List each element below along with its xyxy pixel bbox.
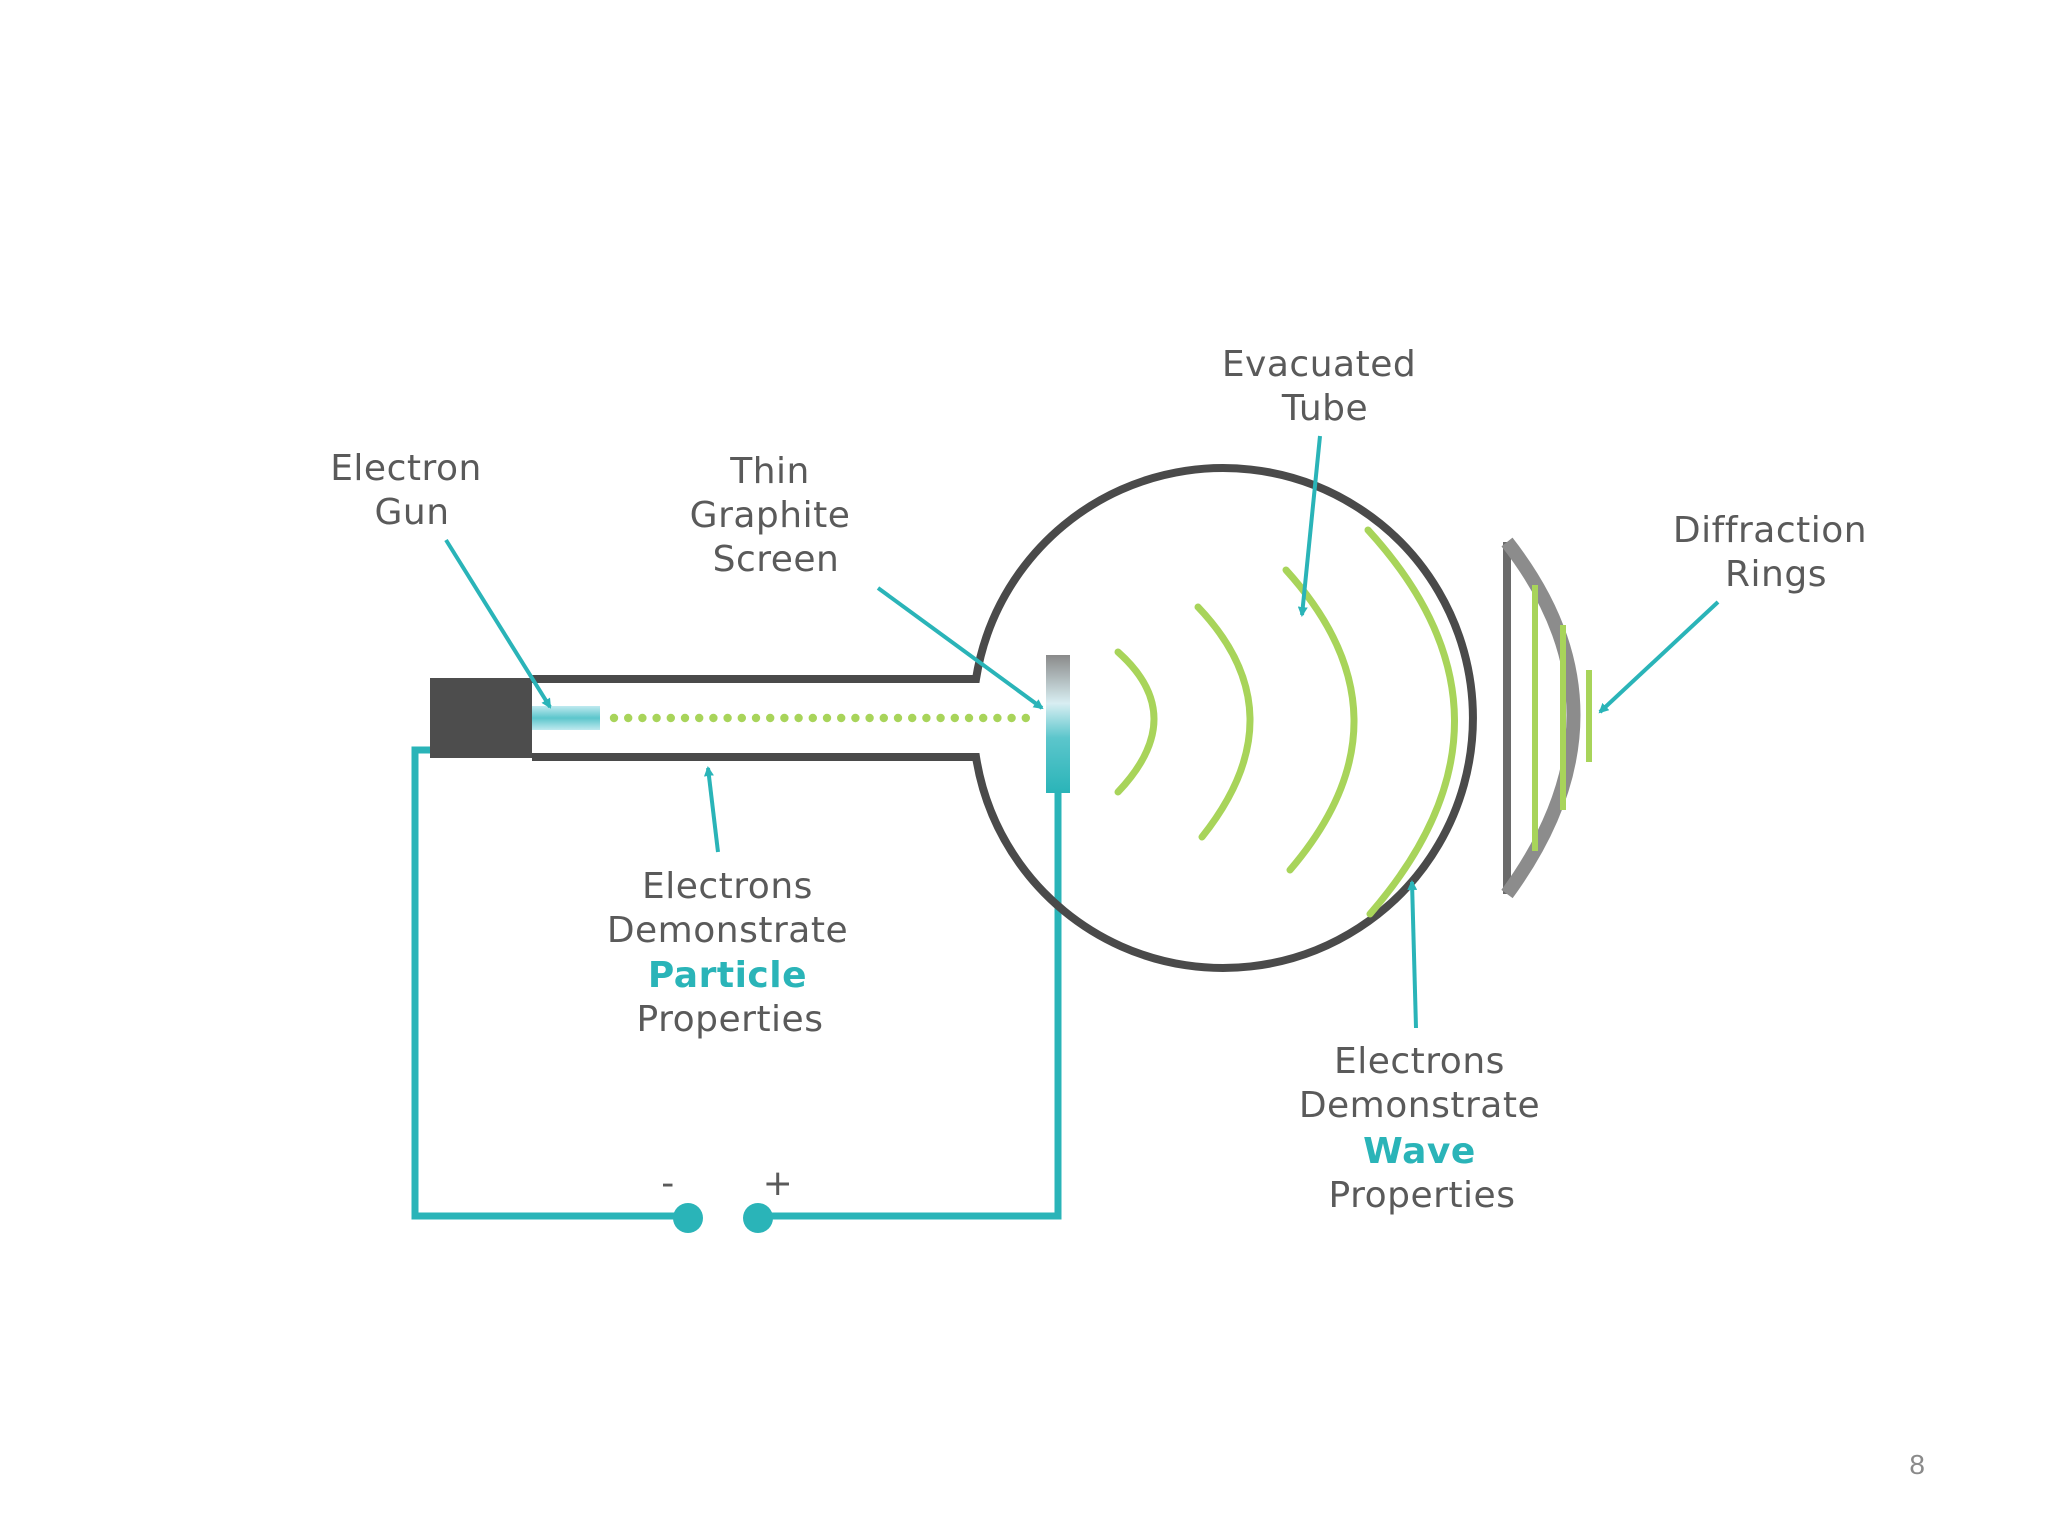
particle-properties-label: Electrons Demonstrate Particle Propertie…	[607, 866, 853, 1040]
electron-dot	[851, 713, 860, 723]
wave-front	[1282, 566, 1358, 874]
graphite-screen-pointer	[876, 586, 1044, 710]
electron-gun-label: Electron Gun	[330, 448, 494, 533]
electron-dot	[808, 713, 817, 723]
evacuated-tube-label: Evacuated Tube	[1222, 344, 1428, 429]
electron-dot	[1021, 713, 1030, 723]
wave-properties-label: Electrons Demonstrate Wave Properties	[1299, 1041, 1545, 1216]
positive-terminal	[743, 1203, 773, 1233]
electron-dot	[822, 713, 832, 723]
electron-dot	[893, 713, 903, 723]
diffraction-rings-pointer	[1598, 600, 1720, 714]
wave-properties-pointer	[1407, 880, 1418, 1029]
electron-dot	[624, 713, 633, 723]
page-number: 8	[1909, 1449, 1925, 1480]
electron-dot	[950, 713, 959, 723]
negative-terminal	[673, 1203, 703, 1233]
electron-dot	[638, 713, 647, 723]
minus-sign: -	[661, 1163, 675, 1204]
electron-dot	[766, 713, 775, 723]
evacuated-tube-pointer	[1297, 435, 1322, 617]
electron-dot	[794, 713, 803, 723]
wave-front	[1194, 603, 1254, 841]
electron-dot	[865, 713, 874, 723]
electron-dot	[993, 713, 1002, 723]
particle-properties-pointer	[703, 766, 720, 853]
electron-dot	[723, 713, 732, 723]
wave-fronts	[1114, 526, 1458, 918]
graphite-screen-label: Thin Graphite Screen	[690, 451, 863, 580]
electron-gun-body	[430, 678, 532, 758]
electron-dot	[780, 713, 789, 723]
electron-dot	[709, 713, 718, 723]
electron-dot	[908, 713, 917, 723]
diffraction-rings-label: Diffraction Rings	[1673, 510, 1879, 595]
electron-dot	[609, 713, 619, 723]
electron-dot	[1007, 713, 1016, 723]
circuit-wire	[411, 746, 1062, 1220]
electron-dot	[979, 713, 988, 723]
graphite-screen	[1046, 655, 1070, 793]
electron-dot	[837, 713, 846, 723]
electron-dot	[695, 713, 704, 723]
electron-dot	[737, 713, 746, 723]
electron-gun-pointer	[444, 538, 552, 709]
electron-dot	[751, 713, 761, 723]
electron-beam	[609, 713, 1030, 723]
electron-dot	[964, 713, 974, 723]
electron-dot	[936, 713, 945, 723]
wave-front	[1114, 648, 1158, 796]
plus-sign: +	[763, 1163, 794, 1204]
evacuated-tube-outline	[532, 464, 1477, 972]
electron-dot	[680, 713, 690, 723]
wave-front	[1364, 526, 1458, 918]
electron-gun-nozzle	[532, 706, 600, 730]
electron-dot	[666, 713, 675, 723]
electron-dot	[879, 713, 888, 723]
diffraction-rings	[1532, 585, 1592, 851]
electron-dot	[922, 713, 931, 723]
electron-dot	[652, 713, 661, 723]
